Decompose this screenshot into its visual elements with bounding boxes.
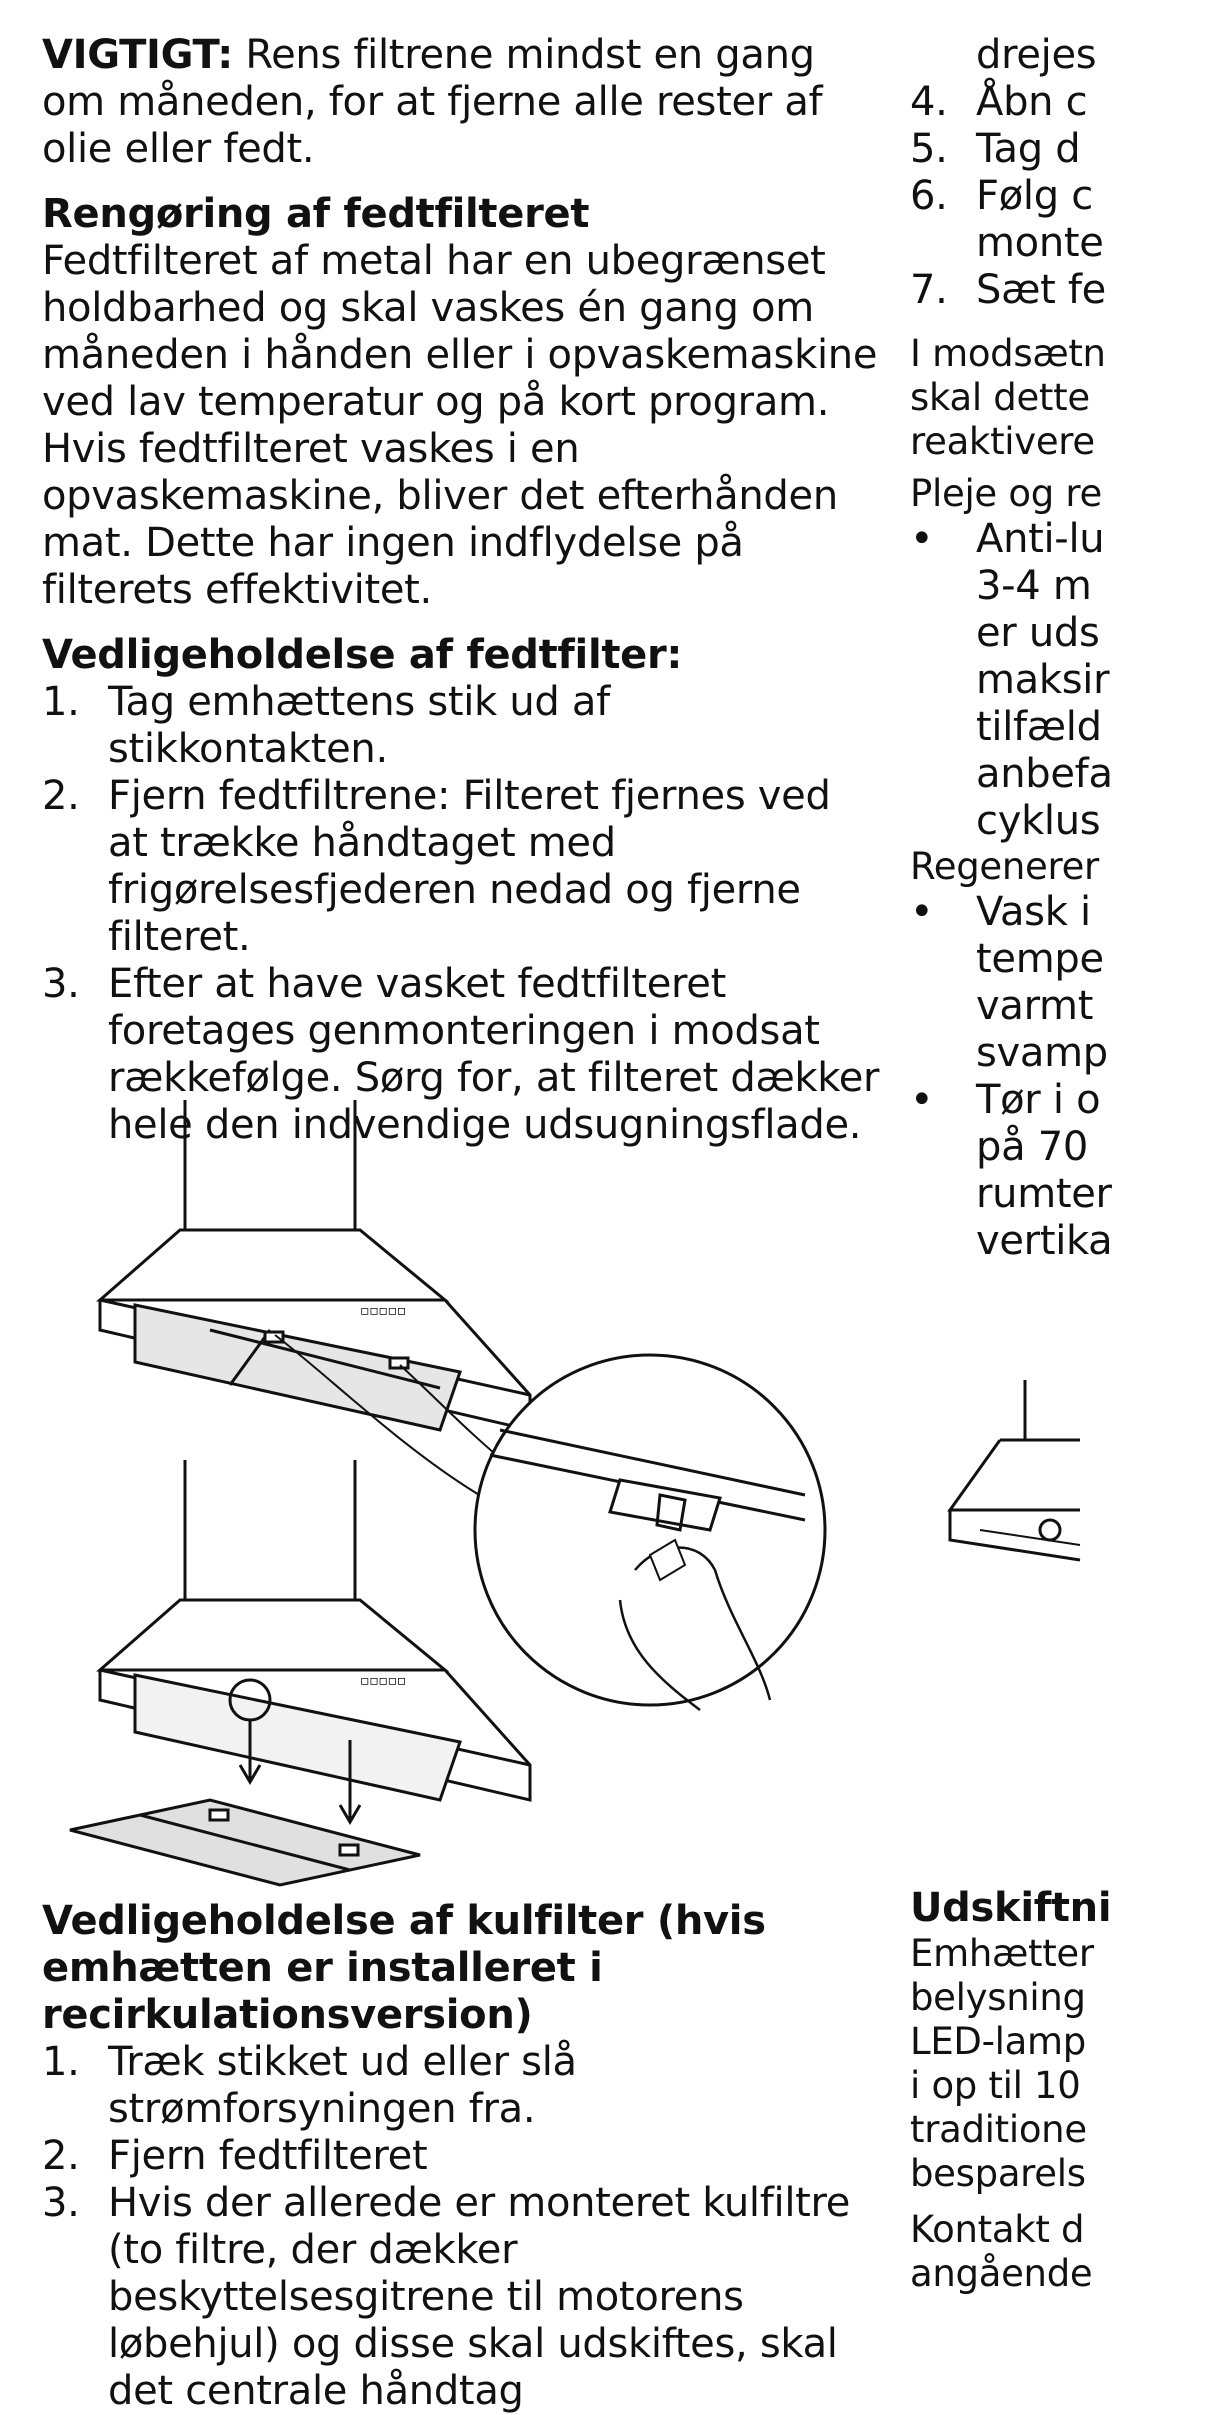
care-heading: Pleje og re (910, 472, 1102, 515)
text-line: Emhætter (910, 1932, 1094, 1975)
continued-line: drejes (976, 32, 1097, 78)
list-item: 6. Følg c (910, 173, 1210, 220)
grease-filter-removal-illustration: ▫▫▫▫▫ ▫▫▫▫▫ (69, 1100, 827, 1887)
text-line: Tør i o (976, 1077, 1101, 1123)
step-text: Fjern fedtfilteret (108, 2133, 428, 2179)
list-item: 2. Fjern fedtfilteret (42, 2133, 882, 2180)
text-line: vertika (976, 1218, 1113, 1264)
bullet-item: Tør i o på 70 rumter vertika (910, 1077, 1210, 1265)
regeneration-heading: Regenerer (910, 845, 1099, 888)
step-number: 3. (42, 2180, 80, 2226)
text-line: skal dette (910, 376, 1090, 419)
bullet-item: Vask i tempe varmt svamp (910, 889, 1210, 1077)
right-steps: 4. Åbn c 5. Tag d 6. Følg c monte 7. Sæt fe (910, 79, 1210, 314)
list-item: 1. Tag emhættens stik ud af stikkontakten… (42, 679, 882, 773)
contact-paragraph: Kontakt d angående (910, 2208, 1210, 2296)
text-line: cyklus (976, 798, 1101, 844)
list-item: 7. Sæt fe (910, 267, 1210, 314)
text-line: varmt (976, 983, 1094, 1029)
text-line: 3-4 m (976, 563, 1092, 609)
cleaning-text: Fedtfilteret af metal har en ubegrænset … (42, 238, 878, 613)
list-item: 3. Hvis der allerede er monteret kulfiltr… (42, 2180, 882, 2415)
text-line: Anti-lu (976, 516, 1105, 562)
important-text: Rens filtrene mindst en gang om måneden,… (42, 32, 823, 172)
maintenance-steps: 1. Tag emhættens stik ud af stikkontakten… (42, 679, 882, 1149)
list-item: 3. Efter at have vasket fedtfilteret fore… (42, 961, 882, 1149)
text-line: Kontakt d (910, 2208, 1085, 2251)
cleaning-heading: Rengøring af fedtfilteret (42, 191, 590, 237)
carbon-steps: 1. Træk stikket ud eller slå strømforsyni… (42, 2039, 882, 2415)
step-text: Følg c (976, 173, 1093, 219)
text-line: er uds (976, 610, 1100, 656)
list-item: 2. Fjern fedtfiltrene: Filteret fjernes v… (42, 773, 882, 961)
text-line: tilfæld (976, 704, 1102, 750)
text-line: reaktivere (910, 420, 1095, 463)
step-text: Efter at have vasket fedtfilteret foreta… (108, 961, 880, 1148)
lamp-replacement-section: Udskiftni Emhætter belysning LED-lamp i … (910, 1885, 1210, 2296)
recirculation-paragraph: I modsætn skal dette reaktivere (910, 332, 1210, 464)
step-text: Tag emhættens stik ud af stikkontakten. (108, 679, 610, 772)
step-number: 5. (910, 126, 948, 172)
step-text: Træk stikket ud eller slå strømforsyning… (108, 2039, 577, 2132)
lamp-heading: Udskiftni (910, 1885, 1112, 1931)
step-number: 2. (42, 2133, 80, 2179)
carbon-heading: Vedligeholdelse af kulfilter (hvis emhæt… (42, 1898, 766, 2038)
hood-top-drawing: ▫▫▫▫▫ (96, 1100, 532, 1432)
important-paragraph: VIGTIGT: Rens filtrene mindst en gang om… (42, 32, 882, 173)
important-label: VIGTIGT: (42, 32, 233, 78)
step-number: 1. (42, 679, 80, 725)
left-column: VIGTIGT: Rens filtrene mindst en gang om… (42, 32, 882, 1149)
maintenance-heading: Vedligeholdelse af fedtfilter: (42, 632, 683, 678)
text-line: anbefa (976, 751, 1113, 797)
list-item: monte (910, 220, 1210, 267)
step-number: 4. (910, 79, 948, 125)
step-number: 2. (42, 773, 80, 819)
text-line: i op til 10 (910, 2064, 1081, 2107)
step-number: 7. (910, 267, 948, 313)
step-text: Sæt fe (976, 267, 1106, 313)
step-text: Åbn c (976, 79, 1088, 125)
step-text: Hvis der allerede er monteret kulfiltre … (108, 2180, 851, 2414)
text-line: I modsætn (910, 332, 1106, 375)
text-line: rumter (976, 1171, 1112, 1217)
list-item: 5. Tag d (910, 126, 1210, 173)
bullet-item: Anti-lu 3-4 m er uds maksir tilfæld anbe… (910, 516, 1210, 845)
carbon-filter-illustration (947, 1380, 1081, 1562)
hood-panel-label: ▫▫▫▫▫ (360, 1673, 406, 1689)
text-line: Vask i (976, 889, 1091, 935)
callout-detail (274, 1334, 827, 1711)
text-line: på 70 (976, 1124, 1089, 1170)
text-line: maksir (976, 657, 1110, 703)
step-text: Fjern fedtfiltrene: Filteret fjernes ved… (108, 773, 831, 960)
list-item: 1. Træk stikket ud eller slå strømforsyni… (42, 2039, 882, 2133)
hood-bottom-drawing: ▫▫▫▫▫ (96, 1460, 532, 1825)
list-item: 4. Åbn c (910, 79, 1210, 126)
step-text: Tag d (976, 126, 1081, 172)
text-line: LED-lamp (910, 2020, 1086, 2063)
right-column: drejes 4. Åbn c 5. Tag d 6. Følg c monte 7.… (910, 32, 1210, 1265)
removed-filter-drawing (69, 1798, 421, 1887)
text-line: tempe (976, 936, 1104, 982)
lamp-paragraph: Emhætter belysning LED-lamp i op til 10 … (910, 1932, 1210, 2196)
text-line: angående (910, 2252, 1093, 2295)
step-number: 3. (42, 961, 80, 1007)
step-number: 1. (42, 2039, 80, 2085)
step-number: 6. (910, 173, 948, 219)
text-line: besparels (910, 2152, 1086, 2195)
carbon-filter-section: Vedligeholdelse af kulfilter (hvis emhæt… (42, 1898, 882, 2415)
hood-panel-label: ▫▫▫▫▫ (360, 1303, 406, 1319)
text-line: svamp (976, 1030, 1108, 1076)
text-line: traditione (910, 2108, 1087, 2151)
step-text: monte (976, 220, 1104, 266)
text-line: belysning (910, 1976, 1086, 2019)
